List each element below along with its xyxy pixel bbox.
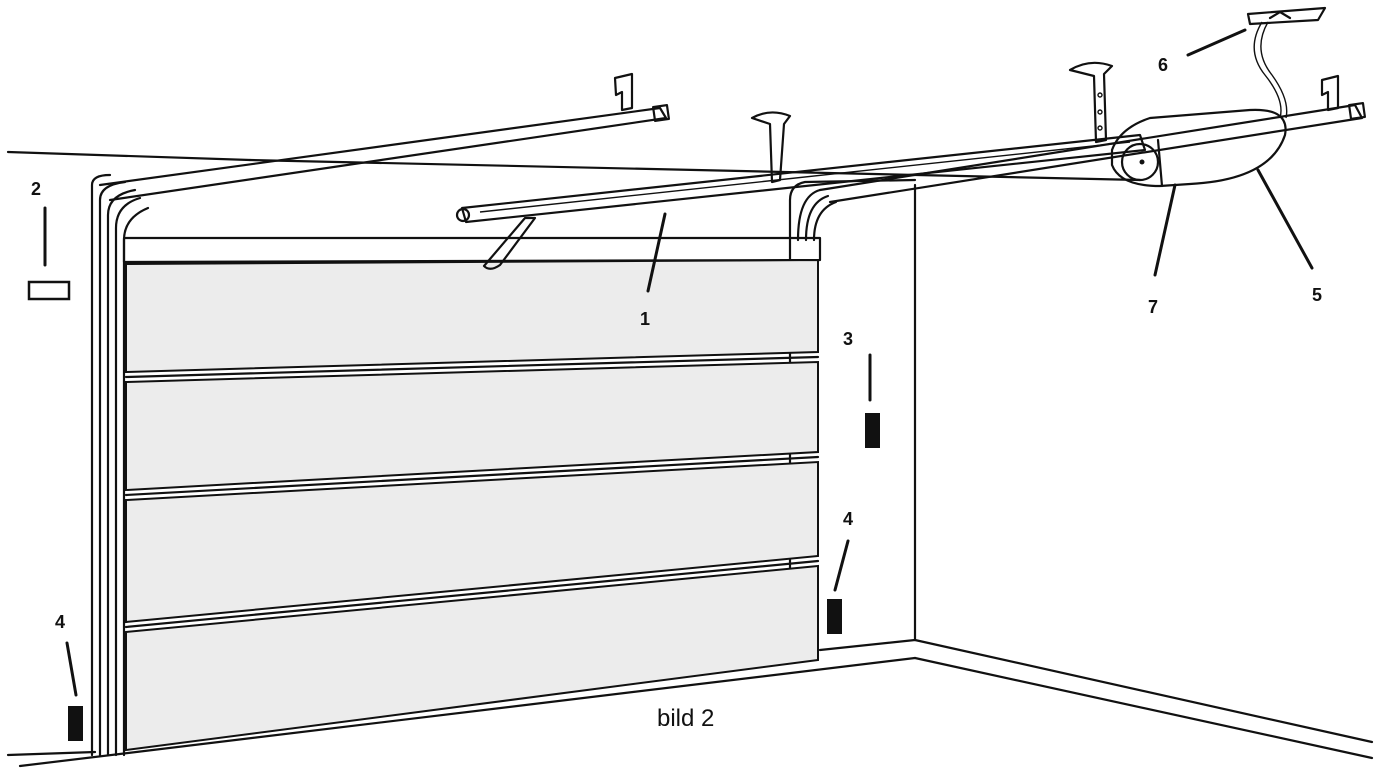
callout-7: 7	[1148, 297, 1158, 317]
callout-6: 6	[1158, 55, 1168, 75]
operator-rail	[455, 133, 1147, 270]
door-panels	[124, 258, 820, 752]
callout-5: 5	[1312, 285, 1322, 305]
sensor-4-right	[827, 599, 842, 634]
callout-1: 1	[640, 309, 650, 329]
ceiling-outlet	[1246, 6, 1327, 119]
door-tracks	[98, 72, 1367, 204]
wall-switch	[27, 280, 71, 301]
door-header	[122, 236, 822, 264]
callout-4-left: 4	[55, 612, 65, 632]
operator-motor-unit	[1110, 108, 1287, 188]
callout-4-right: 4	[843, 509, 853, 529]
figure-caption: bild 2	[657, 705, 714, 732]
callout-leaders	[43, 28, 1314, 697]
sensor-3	[865, 413, 880, 448]
callout-3: 3	[843, 329, 853, 349]
ceiling-hangers	[750, 61, 1114, 184]
sensor-4-left	[68, 706, 83, 741]
callout-2: 2	[31, 179, 41, 199]
door-arm	[482, 216, 537, 270]
